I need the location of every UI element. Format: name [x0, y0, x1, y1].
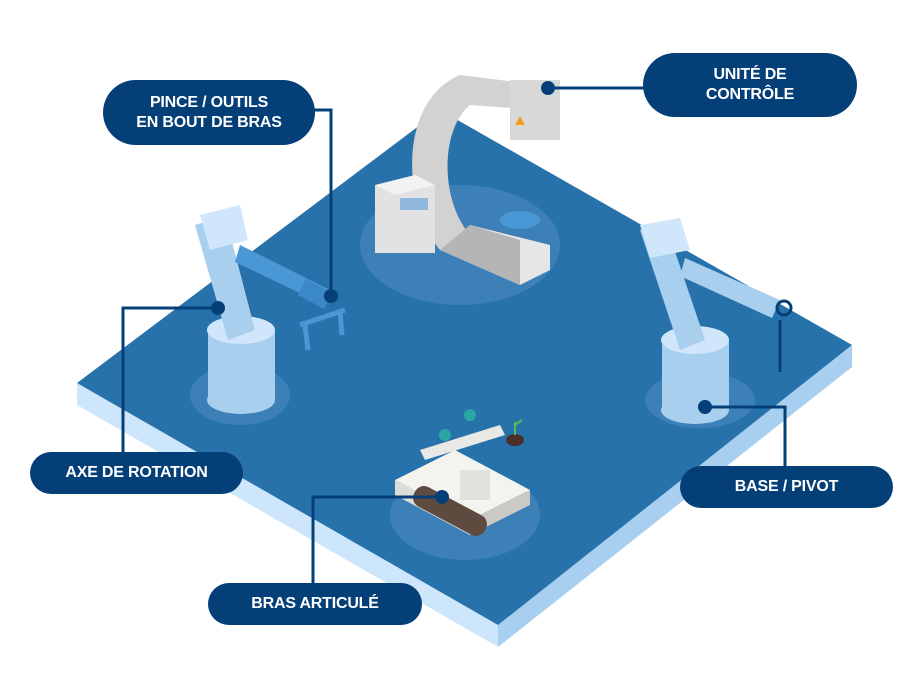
control-unit-marker	[541, 81, 555, 95]
label-control-unit-line1: UNITÉ DE	[713, 66, 787, 83]
label-control-unit-line2: CONTRÔLE	[705, 86, 795, 103]
callout-lines	[121, 86, 787, 588]
mobile-robot	[395, 409, 530, 536]
label-articulated-arm: BRAS ARTICULÉ	[208, 583, 422, 625]
label-end-effector-line2: EN BOUT DE BRAS	[136, 113, 282, 131]
articulated-arm-marker	[435, 490, 449, 504]
label-end-effector: PINCE / OUTILS EN BOUT DE BRAS	[103, 80, 315, 145]
end-effector-marker	[324, 289, 338, 303]
rotation-axis-marker	[211, 301, 225, 315]
c-arm-machine	[375, 75, 560, 285]
label-rotation-axis: AXE DE ROTATION	[30, 452, 243, 494]
label-base-pivot: BASE / PIVOT	[680, 466, 893, 508]
label-control-unit: UNITÉ DE CONTRÔLE	[643, 53, 857, 117]
label-end-effector-line1: PINCE / OUTILS	[149, 93, 269, 111]
base-pivot-marker	[698, 400, 712, 414]
left-robot-arm	[195, 205, 346, 414]
right-robot-arm	[640, 218, 793, 424]
